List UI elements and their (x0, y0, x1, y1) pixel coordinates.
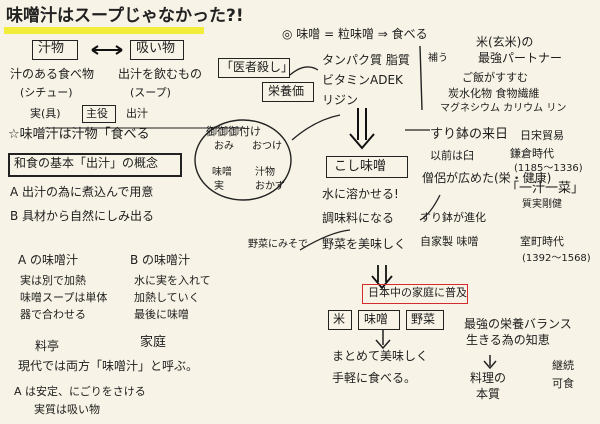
isha-label: 「医者殺し」 (221, 60, 294, 74)
otsuke-label: おつけ (252, 141, 282, 152)
misoshiru-a-3: 器で合わせる (20, 308, 86, 321)
vitamins: ビタミンADEK (322, 73, 403, 87)
misoshiru-a-2: 味噌スープは単体 (20, 291, 108, 304)
shirumono-desc: 汁のある食べ物 (10, 67, 95, 81)
muromachi-year: (1392〜1568) (522, 253, 591, 264)
matome-label: まとめて美味しく (332, 349, 429, 363)
isha-box (218, 58, 290, 78)
minerals-label: マグネシウム カリウム リン (440, 103, 567, 114)
suimono-desc: 出汁を飲むもの (118, 67, 203, 81)
main-side-c: 出汁 (126, 107, 148, 120)
main-side-b: 主役 (86, 107, 108, 120)
mizu-label: 水に溶かせる! (322, 187, 399, 201)
ryori-label: 料理の (470, 371, 507, 385)
carbs-label: 炭水化物 食物繊維 (448, 87, 540, 100)
nutrients: タンパク質 脂質 (322, 53, 410, 67)
okazu-label: おかず (255, 181, 285, 192)
honshitsu-label: 本質 (476, 387, 501, 401)
katei-label: 家庭 (140, 335, 167, 350)
kome-box (328, 310, 352, 330)
suimono-label: 吸い物 (136, 41, 176, 56)
suimono-read: (スープ) (130, 86, 171, 99)
jitsu-label: 実 (214, 181, 224, 192)
kamakura-label: 鎌倉時代 (510, 147, 554, 160)
page-title: 味噌汁はスープじゃなかった?! (6, 6, 244, 26)
miso-label: 味噌 (364, 312, 389, 326)
jisei-miso: 自家製 味噌 (420, 235, 479, 248)
a-note: A は安定、にごりをさける (14, 385, 146, 398)
nichiso-label: 日宋貿易 (520, 129, 564, 142)
title-highlight (4, 27, 204, 34)
misoshiru-b-title: B の味噌汁 (130, 253, 191, 267)
kashoku-label: 可食 (552, 377, 574, 390)
eiyou-box (262, 82, 314, 102)
misoshiru-b-3: 最後に味噌 (134, 308, 189, 321)
misojitsu-label: 味噌 (212, 167, 232, 178)
basic-title: 和食の基本「出汁」の概念 (14, 156, 159, 170)
yasai2-label: 野菜 (411, 312, 436, 326)
shirumono-box (32, 40, 78, 60)
kome-title: 米(玄米)の (476, 35, 534, 49)
koshimiso-box (326, 156, 408, 178)
spread-box (362, 284, 468, 304)
shirumono-read: (シチュー) (20, 86, 73, 99)
surubachi-note: すり鉢が進化 (420, 211, 486, 224)
spread-label: 日本中の家庭に普及 (368, 286, 467, 299)
lysine: リジン (322, 93, 359, 107)
saikyou-label: 最強の栄養バランス (464, 317, 572, 331)
yasai-miso-note: 野菜にみそで (248, 239, 308, 250)
chomi-label: 調味料になる (322, 211, 395, 225)
basic-box (8, 153, 182, 177)
surubachi-label: すり鉢の来日 (430, 127, 509, 142)
shiru-label: 汁物 (255, 167, 275, 178)
conclusion: ☆味噌汁は汁物「食べる (8, 127, 150, 142)
basic-a: A 出汁の為に煮込んで用意 (10, 185, 154, 199)
muromachi-label: 室町時代 (520, 235, 564, 248)
before-label: 以前は臼 (430, 149, 474, 162)
monks-label: 僧侶が広めた(栄・健康) (422, 171, 552, 185)
miso-box (358, 310, 400, 330)
a-note2: 実質は吸い物 (34, 403, 100, 416)
ketsu-label: 補う (428, 53, 448, 64)
koshimiso-label: こし味噌 (334, 159, 387, 174)
ikiru-label: 生きる為の知恵 (466, 333, 550, 347)
yasai-label: 野菜を美味しく (322, 237, 407, 251)
main-side-a: 実(具) (30, 107, 61, 120)
formula: ◎ 味噌 = 粒味噌 ⇒ 食べる (282, 27, 428, 41)
shitsujitsu-label: 質実剛健 (522, 199, 562, 210)
kome-label: 米 (333, 312, 346, 326)
misoshiru-b-1: 水に実を入れて (134, 274, 211, 287)
kome-title2: 最強パートナー (478, 51, 563, 65)
keizoku-label: 継続 (552, 359, 574, 372)
basic-b: B 具材から自然にしみ出る (10, 209, 155, 223)
omiotsuke-label: 御御御付け (206, 125, 261, 138)
ichiju-label: 「一汁一菜」 (506, 181, 585, 196)
ryotei-label: 料亭 (35, 339, 60, 353)
suimono-box (130, 40, 184, 60)
eiyou-label: 栄養価 (268, 84, 305, 98)
misoshiru-b-2: 加熱していく (134, 291, 200, 304)
misoshiru-a-title: A の味噌汁 (18, 253, 79, 267)
omi-label: おみ (214, 141, 234, 152)
both-names: 現代では両方「味噌汁」と呼ぶ。 (18, 359, 199, 373)
shuyaku-box (82, 105, 116, 123)
gohan-label: ご飯がすすむ (462, 71, 528, 84)
kamakura-year: (1185〜1336) (514, 163, 583, 174)
tegaru-label: 手軽に食べる。 (332, 371, 417, 385)
yasai2-box (406, 310, 444, 330)
misoshiru-a-1: 実は別で加熱 (20, 274, 86, 287)
shirumono-label: 汁物 (38, 41, 65, 56)
